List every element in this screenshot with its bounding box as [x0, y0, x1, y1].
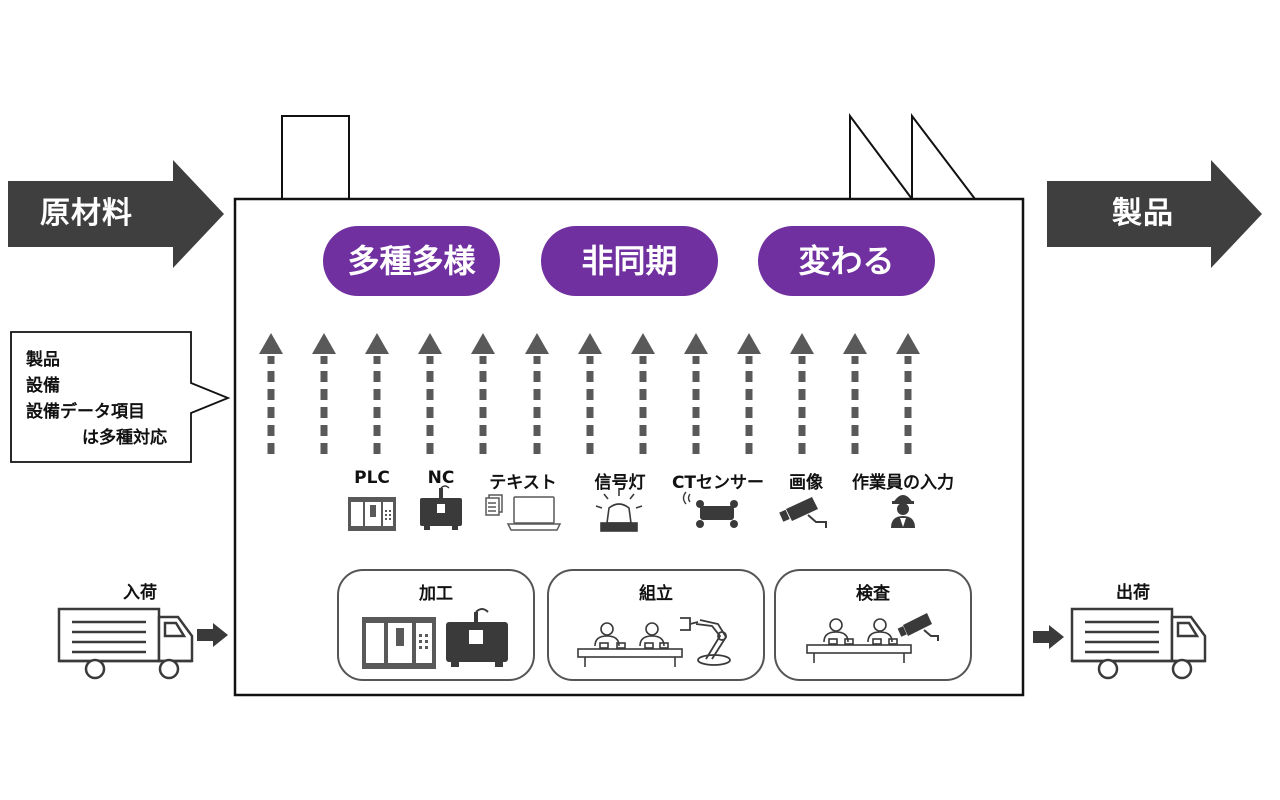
source-label-signal: 信号灯: [594, 473, 646, 493]
dashed-up-arrow: [737, 333, 761, 454]
document-laptop-icon: [485, 494, 562, 531]
signal-light-icon: [595, 488, 643, 532]
outbound-arrow-icon: [1033, 625, 1064, 649]
callout-line-data-items: 設備データ項目: [26, 402, 145, 422]
dashed-up-arrow: [418, 333, 442, 454]
inbound-label: 入荷: [123, 583, 157, 603]
callout-line-variety: は多種対応: [82, 428, 167, 448]
dashed-up-arrow: [843, 333, 867, 454]
callout-line-equipment: 設備: [26, 376, 60, 396]
callout-line-product: 製品: [26, 350, 60, 370]
nc-machine-icon: [420, 485, 462, 530]
challenge-pill-async: 非同期: [541, 226, 718, 296]
process-title-inspection: 検査: [856, 584, 890, 604]
process-title-machining: 加工: [419, 584, 453, 604]
machining-panel-icon: [362, 617, 436, 669]
output-label: 製品: [1112, 196, 1174, 231]
inspection-camera-icon: [897, 613, 939, 641]
process-title-assembly: 組立: [639, 584, 673, 604]
dashed-up-arrow: [631, 333, 655, 454]
outbound-label: 出荷: [1116, 583, 1150, 603]
dashed-up-arrow: [471, 333, 495, 454]
input-label: 原材料: [40, 196, 133, 231]
plc-panel-icon: [348, 497, 396, 531]
robot-arm-icon: [680, 617, 731, 666]
input-arrow-shape: [8, 160, 224, 268]
source-label-worker: 作業員の入力: [852, 473, 954, 493]
machining-nc-icon: [446, 608, 508, 667]
factory-roof-right: [911, 113, 976, 200]
assembly-workers-icon: [577, 622, 683, 667]
dashed-up-arrow: [896, 333, 920, 454]
outbound-truck-icon: [1070, 607, 1207, 680]
inspection-workers-icon: [806, 618, 912, 663]
ct-sensor-icon: [682, 491, 738, 528]
source-label-image: 画像: [789, 473, 823, 493]
source-label-ct: CTセンサー: [671, 473, 765, 493]
process-box-inspection: 検査: [774, 569, 972, 681]
inbound-truck-icon: [57, 607, 194, 680]
dashed-up-arrow: [525, 333, 549, 454]
source-label-text: テキスト: [489, 473, 557, 493]
camera-icon: [779, 497, 827, 528]
factory-roof-left: [849, 112, 913, 200]
dashed-up-arrow: [578, 333, 602, 454]
dashed-up-arrow: [312, 333, 336, 454]
worker-icon: [891, 495, 915, 528]
dashed-up-arrow: [684, 333, 708, 454]
source-label-plc: PLC: [354, 468, 390, 488]
source-label-nc: NC: [427, 468, 455, 488]
output-arrow-shape: [1047, 160, 1262, 268]
dashed-up-arrow: [259, 333, 283, 454]
inbound-arrow-icon: [197, 623, 228, 647]
challenge-pill-changes: 変わる: [758, 226, 935, 296]
dashed-up-arrow: [365, 333, 389, 454]
dashed-up-arrow: [790, 333, 814, 454]
challenge-pill-variety: 多種多様: [323, 226, 500, 296]
